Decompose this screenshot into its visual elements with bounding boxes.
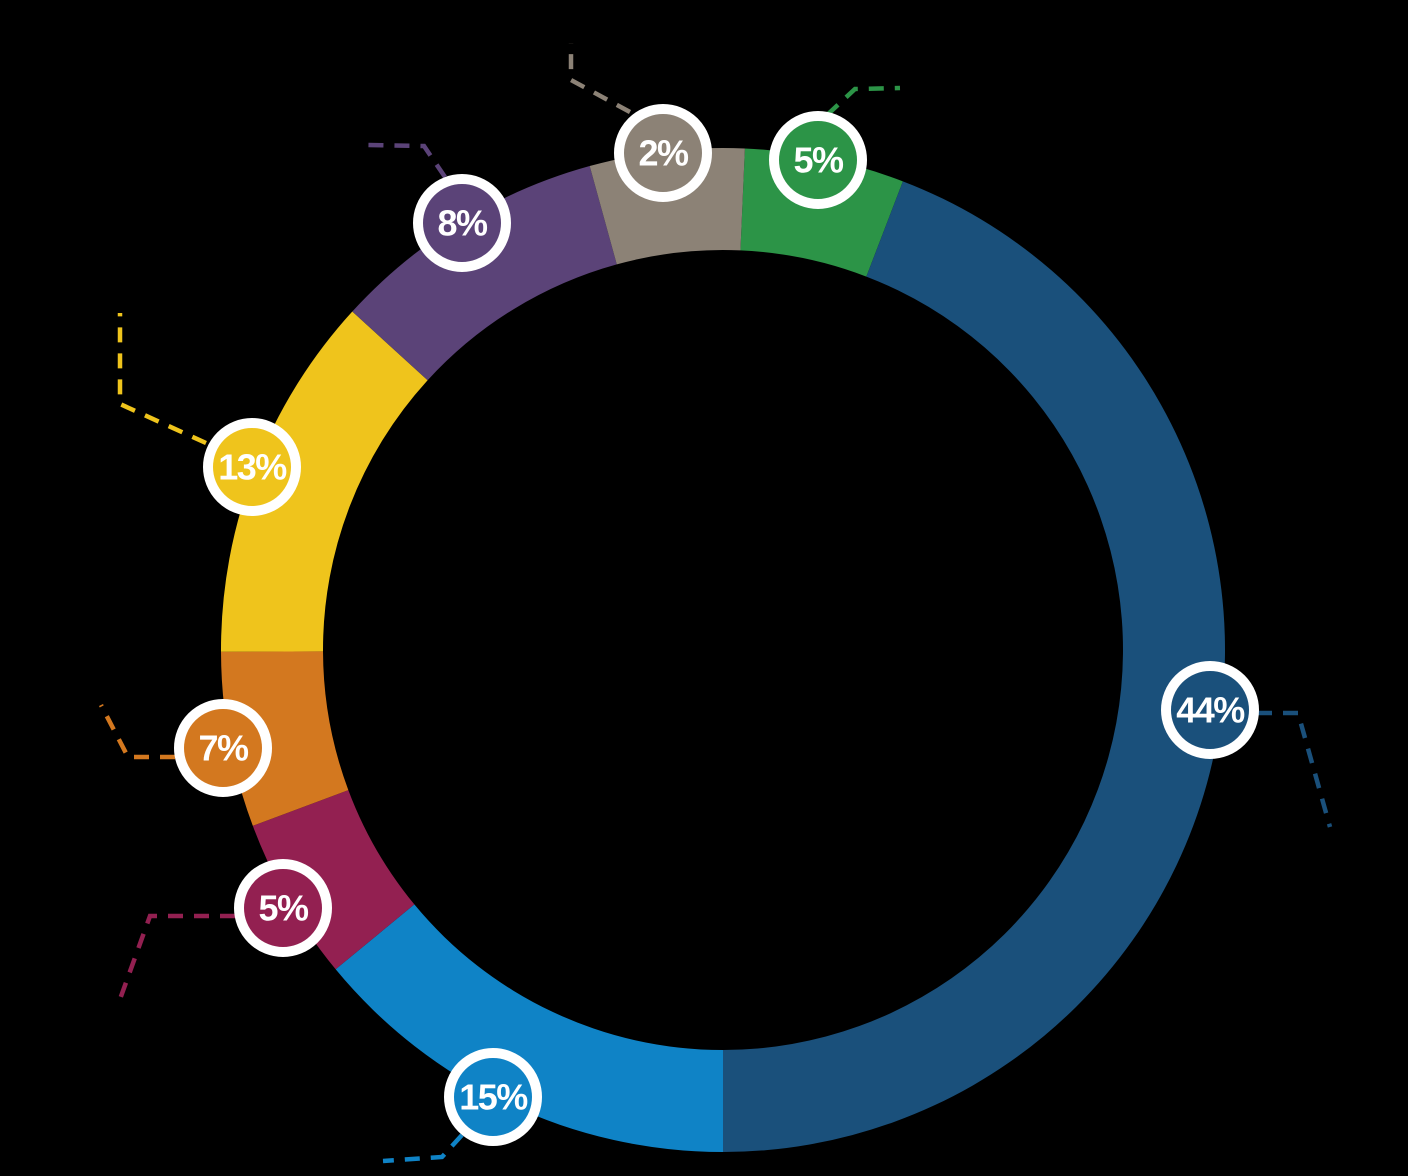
label-text-purple: 8% bbox=[437, 203, 488, 244]
label-text-dark-blue: 44% bbox=[1176, 690, 1245, 731]
leader-line-green bbox=[825, 85, 901, 117]
leader-line-orange bbox=[99, 703, 175, 760]
label-badge-light-blue bbox=[444, 1048, 542, 1146]
leader-line-gray bbox=[568, 43, 632, 114]
segment-maroon bbox=[252, 790, 415, 970]
label-text-maroon: 5% bbox=[258, 888, 309, 929]
segment-yellow bbox=[220, 311, 428, 652]
label-badge-orange bbox=[174, 699, 272, 797]
label-badge-purple bbox=[413, 174, 511, 272]
segment-light-blue bbox=[335, 904, 723, 1152]
segment-purple bbox=[352, 166, 617, 381]
label-text-light-blue: 15% bbox=[459, 1077, 528, 1118]
leader-line-dark-blue bbox=[1257, 710, 1333, 828]
label-text-orange: 7% bbox=[198, 728, 249, 769]
label-badge-yellow bbox=[203, 418, 301, 516]
leader-line-light-blue bbox=[382, 1133, 464, 1164]
label-badge-maroon bbox=[234, 859, 332, 957]
label-badge-green bbox=[769, 111, 867, 209]
label-text-yellow: 13% bbox=[218, 447, 287, 488]
leader-line-purple bbox=[365, 142, 447, 179]
label-text-green: 5% bbox=[793, 140, 844, 181]
label-text-gray: 2% bbox=[638, 133, 689, 174]
leader-line-maroon bbox=[116, 913, 235, 1003]
label-badge-gray bbox=[614, 104, 712, 202]
label-badge-dark-blue bbox=[1161, 661, 1259, 759]
segment-dark-blue bbox=[723, 181, 1226, 1153]
leader-line-yellow bbox=[117, 313, 207, 446]
